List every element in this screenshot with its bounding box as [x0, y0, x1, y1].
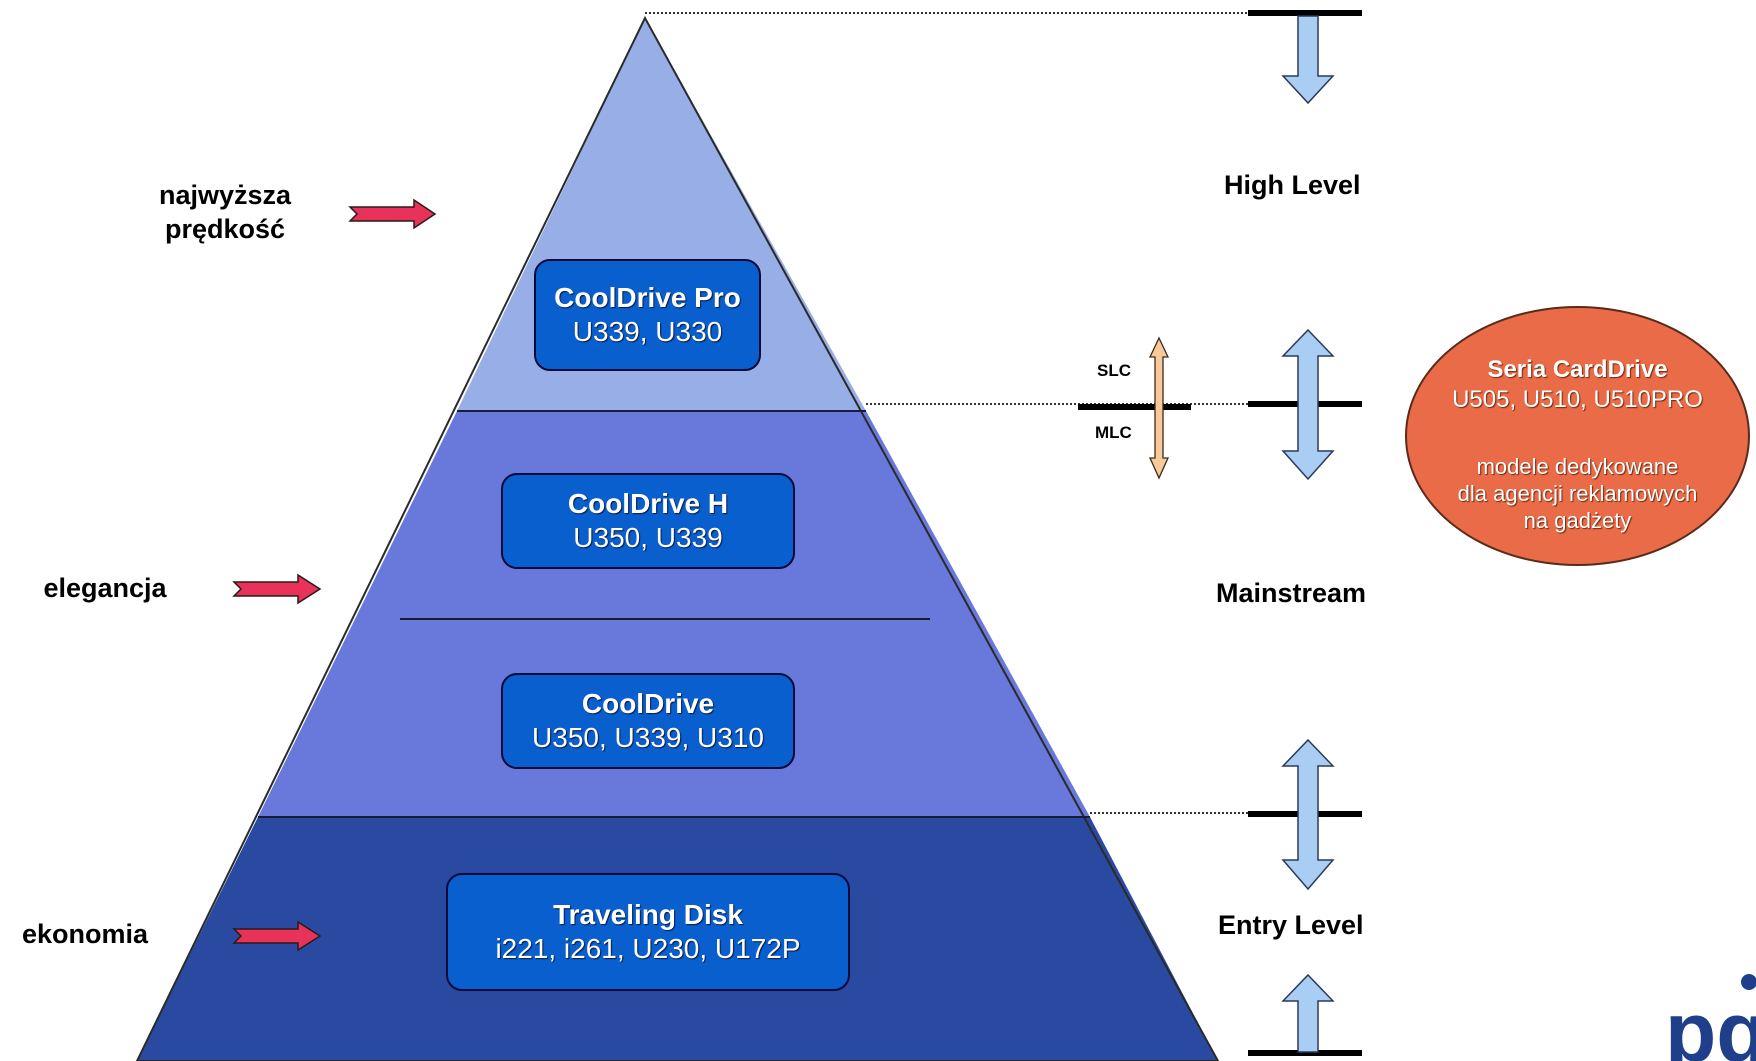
slc-mlc-arrow-icon: [1148, 336, 1170, 480]
product-models: U350, U339: [573, 522, 723, 553]
logo-fragment: pq: [1665, 985, 1756, 1061]
slc-label: SLC: [1097, 361, 1131, 380]
product-box-cooldrive: CoolDrive U350, U339, U310: [501, 673, 795, 769]
pointer-arrow-icon: [348, 198, 437, 230]
carddrive-series-ellipse: Seria CardDrive U505, U510, U510PRO mode…: [1405, 306, 1750, 566]
product-models: i221, i261, U230, U172P: [495, 933, 801, 964]
product-name: CoolDrive: [581, 688, 715, 719]
label-elegance: elegancja: [43, 573, 167, 603]
level-label-entry: Entry Level: [1218, 910, 1364, 940]
product-box-cooldrive-pro: CoolDrive Pro U339, U330: [534, 259, 761, 371]
product-name: CoolDrive H: [567, 488, 729, 519]
arrow-down-icon: [1281, 15, 1335, 105]
double-arrow-icon: [1281, 738, 1335, 891]
product-models: U350, U339, U310: [532, 722, 764, 753]
series-models: U505, U510, U510PRO: [1452, 386, 1703, 413]
logo-dot: [1741, 974, 1756, 990]
level-label-high: High Level: [1224, 170, 1361, 200]
series-description: modele dedykowane dla agencji reklamowyc…: [1457, 454, 1698, 533]
level-label-mainstream: Mainstream: [1216, 578, 1367, 608]
mlc-label: MLC: [1095, 423, 1132, 442]
level-bar-bottom: [1248, 1050, 1362, 1056]
series-title: Seria CardDrive: [1487, 356, 1668, 383]
pointer-arrow-icon: [232, 920, 322, 952]
level-bar-top: [1248, 10, 1362, 16]
product-models: U339, U330: [572, 316, 723, 347]
label-top-speed: najwyższa prędkość: [158, 180, 292, 244]
pyramid-tier-mainstream: [258, 411, 1090, 817]
pointer-arrow-icon: [232, 573, 322, 605]
double-arrow-icon: [1281, 328, 1335, 481]
product-box-traveling-disk: Traveling Disk i221, i261, U230, U172P: [446, 873, 850, 991]
arrow-up-icon: [1281, 973, 1335, 1053]
pyramid-outline: [135, 15, 1220, 1061]
product-box-cooldrive-h: CoolDrive H U350, U339: [501, 473, 795, 569]
label-economy: ekonomia: [21, 919, 149, 949]
product-name: Traveling Disk: [553, 899, 743, 930]
slc-mlc-bar: [1078, 404, 1191, 410]
product-name: CoolDrive Pro: [554, 282, 741, 313]
